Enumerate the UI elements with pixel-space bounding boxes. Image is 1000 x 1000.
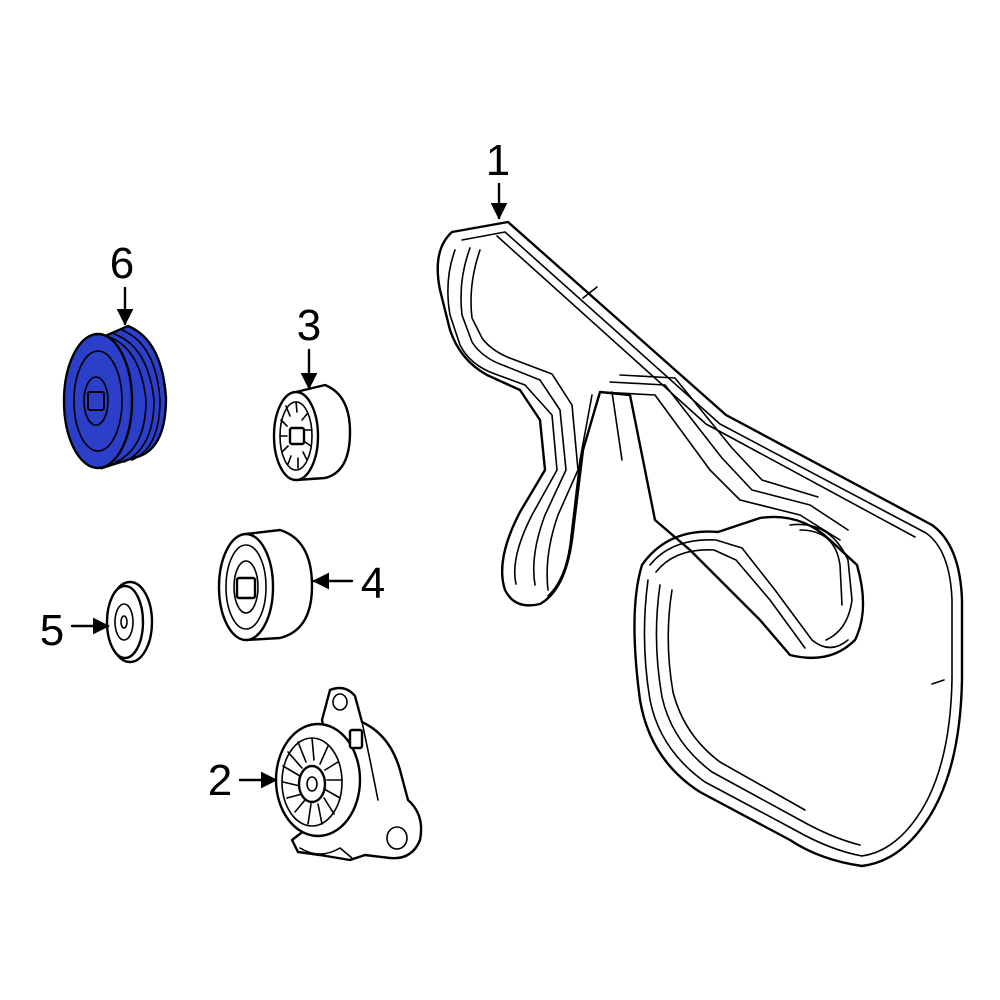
idler-pulley-large[interactable] xyxy=(217,528,314,642)
callout-4: 4 xyxy=(312,559,385,608)
callout-label-2: 2 xyxy=(208,756,232,805)
callout-label-4: 4 xyxy=(361,559,385,608)
callout-6: 6 xyxy=(110,239,134,326)
callout-label-5: 5 xyxy=(40,606,64,655)
idler-pulley-small[interactable] xyxy=(272,383,352,482)
callout-label-6: 6 xyxy=(110,239,134,288)
callout-label-1: 1 xyxy=(486,136,510,185)
callout-3: 3 xyxy=(297,301,321,390)
grooved-pulley-highlighted[interactable] xyxy=(62,324,168,470)
callout-label-3: 3 xyxy=(297,301,321,350)
callout-2: 2 xyxy=(208,756,278,805)
dust-cover[interactable] xyxy=(105,580,154,664)
callout-1: 1 xyxy=(486,136,510,220)
serpentine-belt[interactable] xyxy=(436,220,964,868)
callout-5: 5 xyxy=(40,606,110,655)
belt-tensioner[interactable] xyxy=(274,686,423,862)
